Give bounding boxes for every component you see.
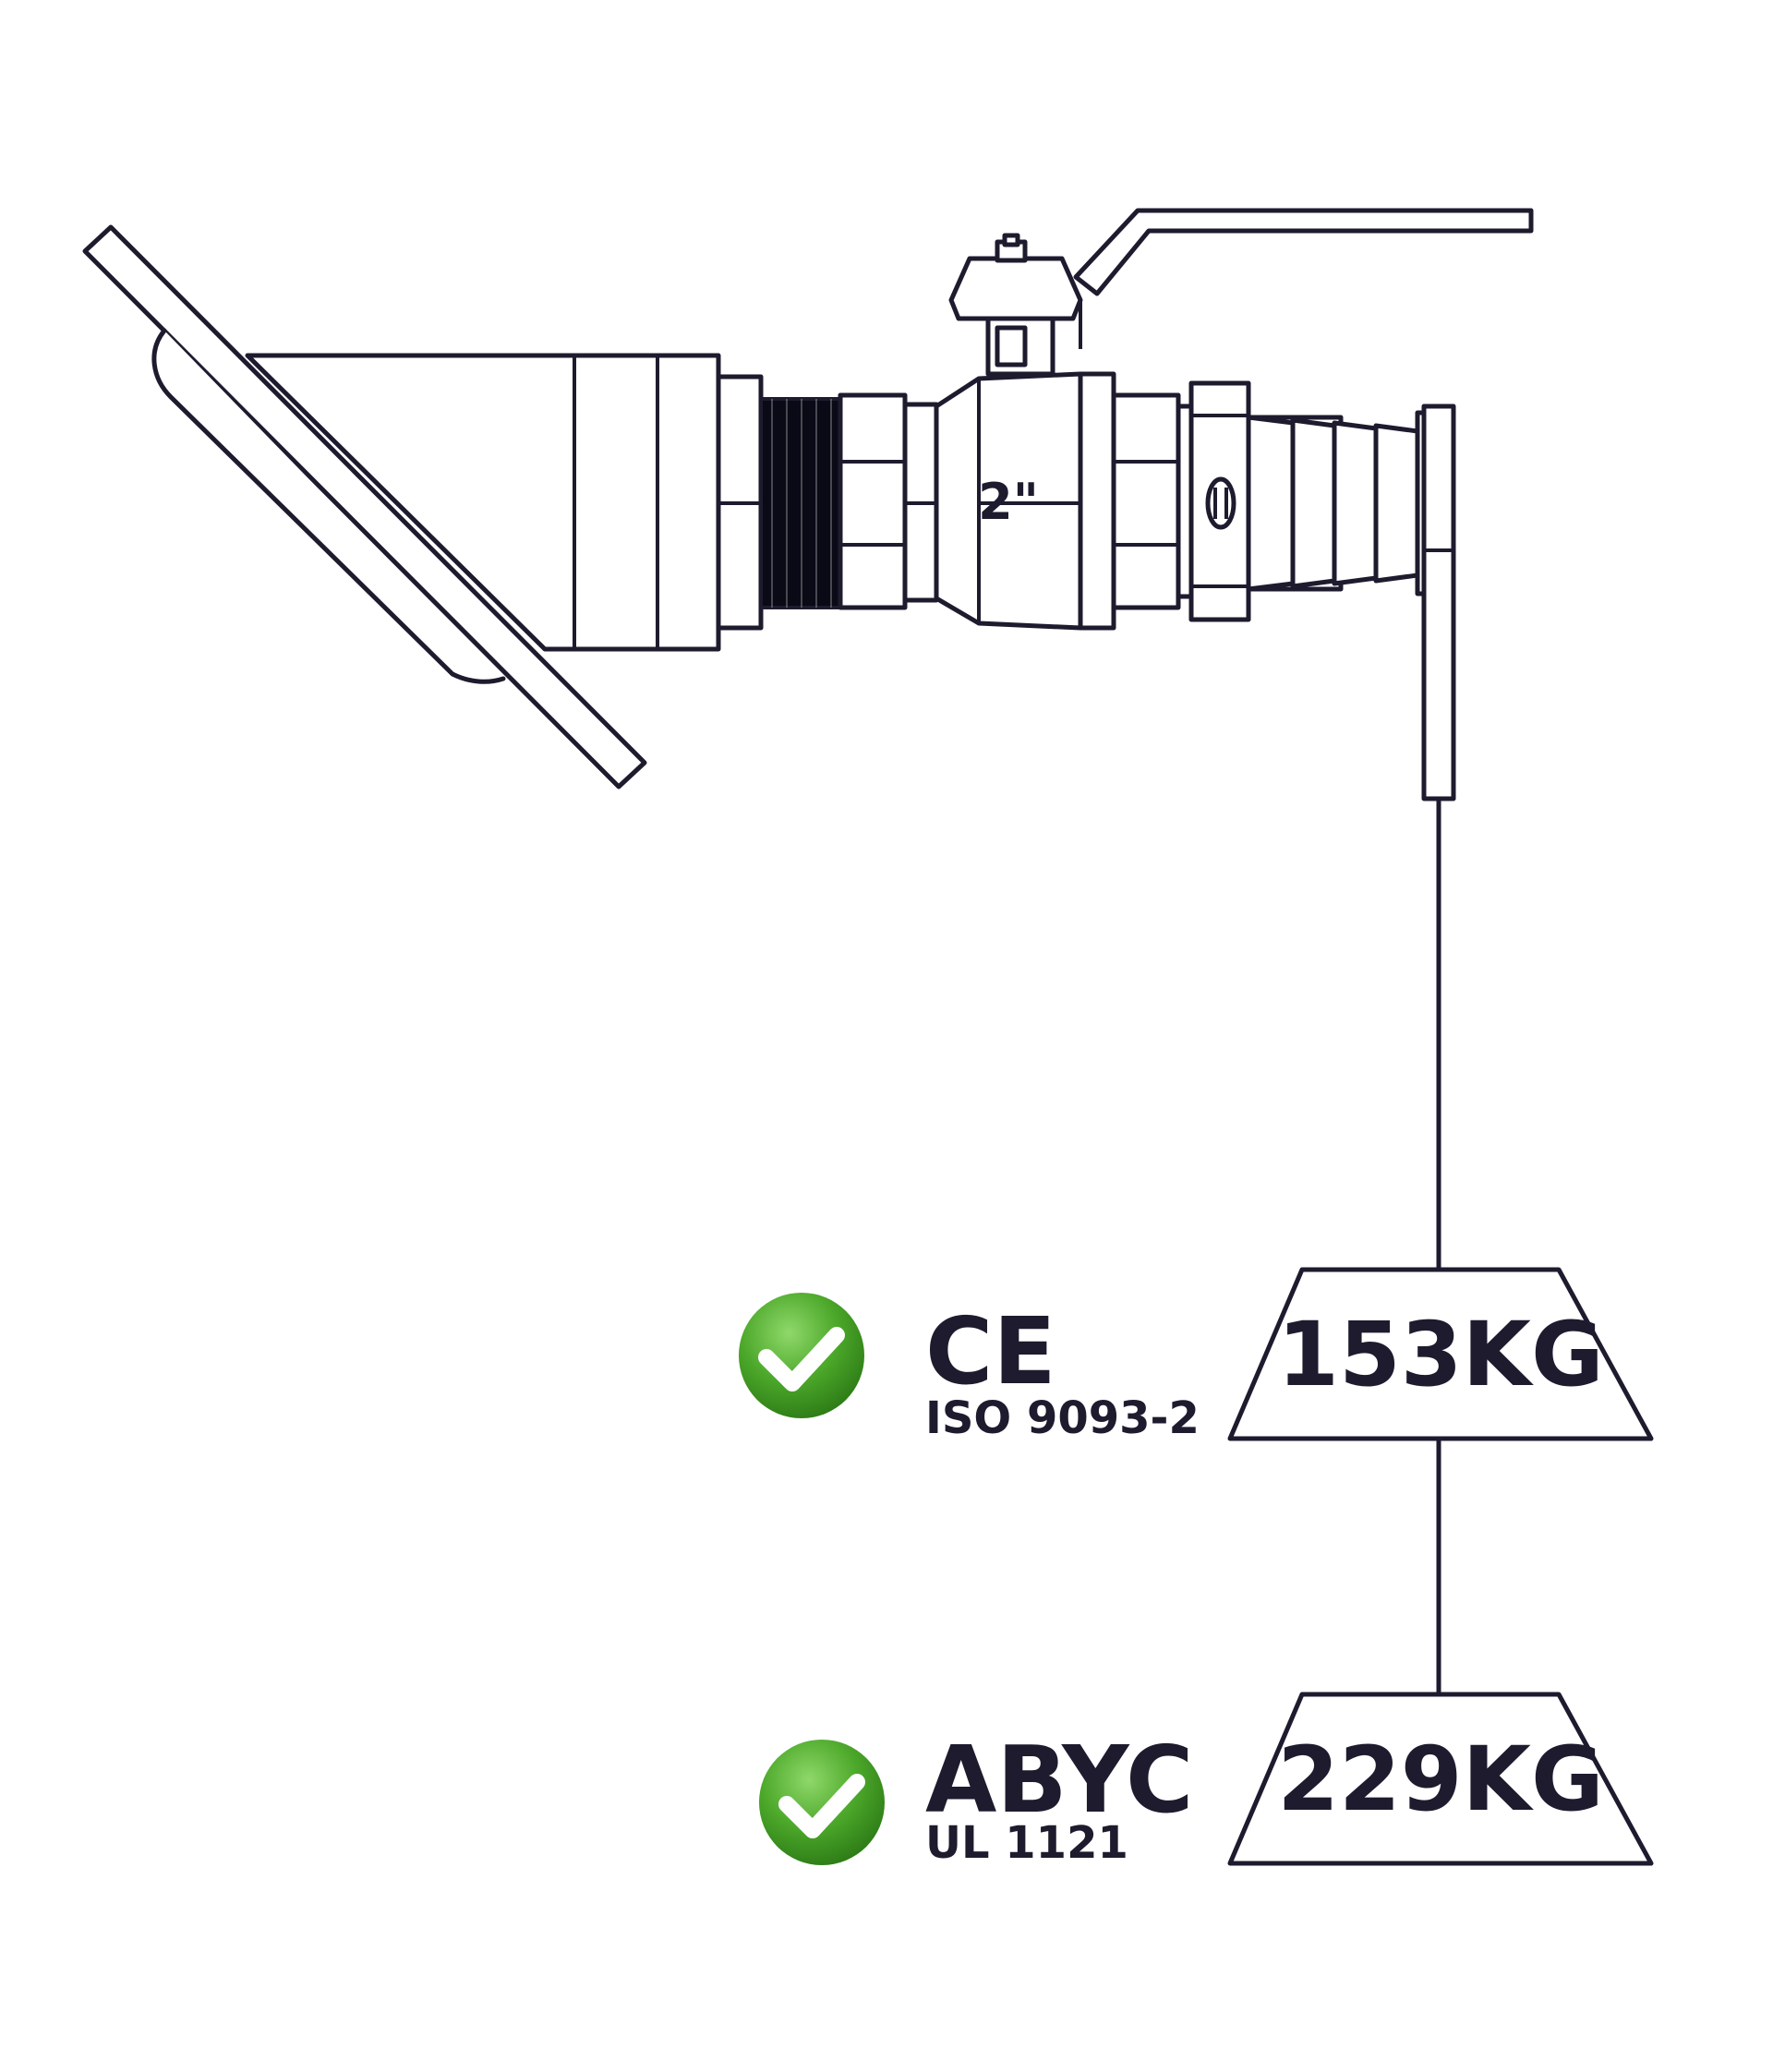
weight-label-2: 229KG xyxy=(1277,1728,1604,1831)
check-circle-icon xyxy=(739,1293,864,1418)
hull-flange xyxy=(82,224,647,789)
hose-tail xyxy=(1246,410,1452,596)
weight-229kg: 229KG xyxy=(1227,1692,1654,1866)
ball-valve: 2" xyxy=(838,371,1194,631)
valve-size-label: 2" xyxy=(978,473,1039,531)
thread-section xyxy=(759,397,842,609)
cert-abyc: ABYC UL 1121 xyxy=(759,1726,1193,1869)
cert-ce: CE ISO 9093-2 xyxy=(739,1293,1200,1444)
check-circle-icon xyxy=(759,1740,885,1865)
cert-name-ce: CE xyxy=(925,1297,1056,1405)
through-hull-body xyxy=(245,353,764,652)
cert-name-abyc: ABYC xyxy=(925,1726,1193,1834)
cert-standard-ce: ISO 9093-2 xyxy=(925,1392,1200,1444)
test-hook xyxy=(1421,404,1456,801)
cert-standard-abyc: UL 1121 xyxy=(925,1817,1128,1869)
union-fitting xyxy=(1188,380,1251,622)
valve-handle xyxy=(948,208,1534,377)
weight-label-1: 153KG xyxy=(1277,1303,1604,1406)
weight-153kg: 153KG xyxy=(1227,1267,1654,1441)
